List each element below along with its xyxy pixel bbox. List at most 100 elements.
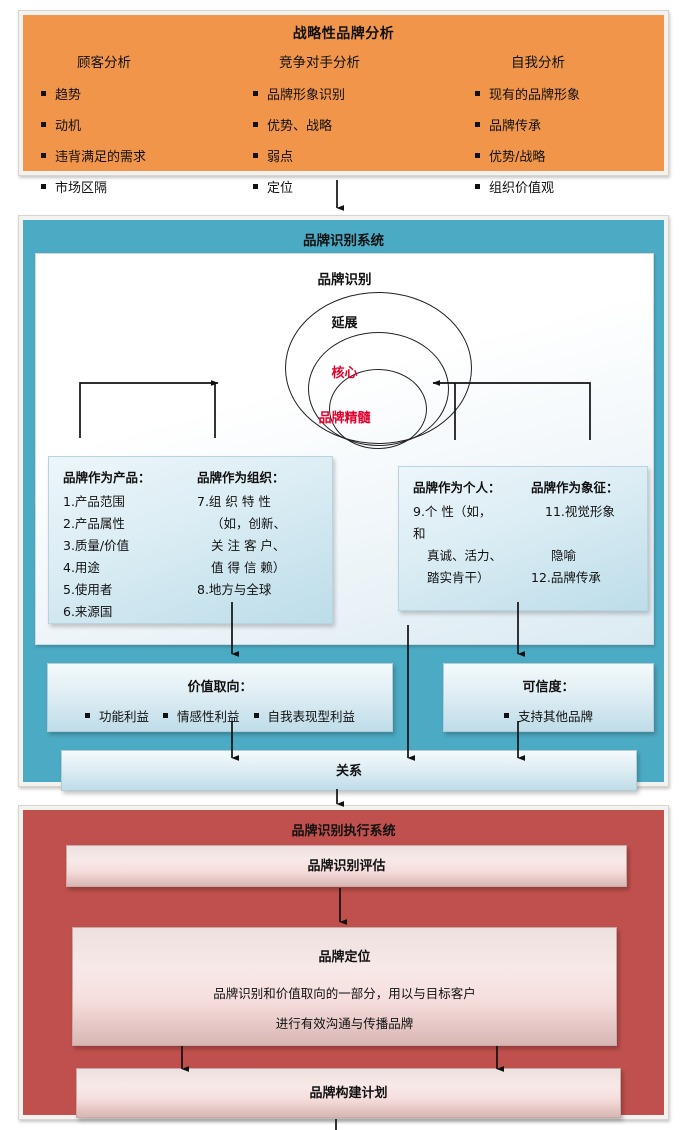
brand-positioning-box: 品牌定位 品牌识别和价值取向的一部分，用以与目标客户 进行有效沟通与传播品牌 (72, 927, 617, 1046)
card-line: 隐喻 (551, 548, 577, 563)
bullet-square-icon (475, 153, 480, 158)
ring-label-extended: 延展 (331, 316, 358, 331)
bar-title: 价值取向： (187, 680, 253, 695)
bullet-square-icon (253, 122, 258, 127)
card-line: 8.地方与全球 (197, 582, 272, 597)
analysis-item-label: 品牌传承 (489, 119, 542, 134)
analysis-item: 品牌形象识别 (253, 84, 453, 103)
bullet-square-icon (41, 184, 46, 189)
analysis-item-label: 动机 (55, 119, 82, 134)
card-line: 真诚、活力、 (427, 548, 503, 563)
card-line: 踏实肯干） (427, 570, 490, 585)
analysis-item-label: 趋势 (55, 88, 82, 103)
card-line: 3.质量/价值 (63, 538, 130, 553)
card-line: 6.来源国 (63, 604, 113, 619)
analysis-item-label: 市场区隔 (55, 181, 108, 196)
bar-item: 功能利益 (84, 706, 149, 725)
brand-identity-assessment-box: 品牌识别评估 (66, 845, 627, 887)
analysis-title: 战略性品牌分析 (292, 26, 395, 42)
box-title: 品牌构建计划 (309, 1086, 388, 1101)
bar-title: 可信度： (522, 680, 575, 695)
analysis-item: 定位 (253, 177, 453, 196)
analysis-item: 组织价值观 (475, 177, 675, 196)
identity-stage: 品牌识别 延展 核心 品牌精髓 品牌作为产品： 1.产品范围 2.产品属性 3.… (35, 253, 654, 645)
ring-label-essence: 品牌精髓 (318, 411, 371, 426)
card-line: 12.品牌传承 (531, 570, 601, 585)
column-heading: 竞争对手分析 (279, 55, 360, 71)
box-description-line-2: 进行有效沟通与传播品牌 (275, 1016, 414, 1031)
ring-inner-ellipse (329, 369, 427, 449)
bullet-square-icon (253, 153, 258, 158)
column-heading: 顾客分析 (77, 55, 131, 71)
bullet-square-icon (253, 91, 258, 96)
card-line: 2.产品属性 (63, 516, 125, 531)
bar-item-label: 功能利益 (98, 709, 149, 724)
box-title: 品牌定位 (318, 950, 371, 965)
card-brand-as-product-organization: 品牌作为产品： 1.产品范围 2.产品属性 3.质量/价值 4.用途 5.使用者… (48, 456, 333, 624)
bullet-square-icon (475, 91, 480, 96)
card-heading: 品牌作为组织： (197, 470, 285, 485)
brand-building-plan-box: 品牌构建计划 (76, 1068, 621, 1118)
bar-items: 功能利益 情感性利益 自我表现型利益 (48, 706, 392, 725)
identity-title: 品牌识别系统 (303, 233, 384, 249)
analysis-item-label: 优势/战略 (489, 150, 546, 165)
analysis-item-label: 定位 (267, 181, 294, 196)
analysis-item: 品牌传承 (475, 115, 675, 134)
analysis-item-label: 组织价值观 (489, 181, 555, 196)
card-line: 1.产品范围 (63, 494, 125, 509)
card-line: 和 (413, 526, 426, 541)
analysis-column-self: 自我分析 现有的品牌形象 品牌传承 优势/战略 组织价值观 (475, 51, 675, 208)
card-brand-as-person-symbol: 品牌作为个人： 9.个 性（如， 和 真诚、活力、 踏实肯干） 品牌作为象征： … (398, 466, 648, 611)
bullet-square-icon (41, 91, 46, 96)
card-heading: 品牌作为个人： (413, 480, 501, 495)
column-heading: 自我分析 (511, 55, 565, 71)
bullet-square-icon (503, 713, 509, 718)
relationship-bar: 关系 (61, 750, 637, 791)
analysis-item-label: 弱点 (267, 150, 294, 165)
analysis-item-label: 优势、战略 (267, 119, 333, 134)
card-heading: 品牌作为象征： (531, 480, 619, 495)
bullet-square-icon (41, 122, 46, 127)
brand-identity-label: 品牌识别 (317, 272, 372, 288)
bar-title: 关系 (335, 764, 362, 779)
bullet-square-icon (162, 713, 168, 718)
bullet-square-icon (253, 713, 259, 718)
strategic-brand-analysis-panel: 战略性品牌分析 顾客分析 趋势 动机 违背满足的需求 市场区隔 竞争对手分析 品… (18, 10, 669, 196)
box-title: 品牌识别评估 (307, 859, 386, 874)
bullet-square-icon (475, 184, 480, 189)
bar-item: 自我表现型利益 (253, 706, 356, 725)
card-line: 11.视觉形象 (545, 504, 615, 519)
value-proposition-bar: 价值取向： 功能利益 情感性利益 自我表现型利益 (47, 663, 393, 732)
bullet-square-icon (84, 713, 90, 718)
analysis-item: 动机 (41, 115, 241, 134)
bullet-square-icon (475, 122, 480, 127)
analysis-item-label: 违背满足的需求 (55, 150, 147, 165)
credibility-bar: 可信度： 支持其他品牌 (443, 663, 654, 732)
analysis-item: 现有的品牌形象 (475, 84, 675, 103)
card-line (531, 523, 619, 545)
card-line: 值 得 信 赖） (211, 560, 286, 575)
bar-item-label: 自我表现型利益 (267, 709, 356, 724)
card-line: 9.个 性（如， (413, 504, 492, 519)
bullet-square-icon (253, 184, 258, 189)
card-line: 关 注 客 户、 (211, 538, 286, 553)
analysis-item-label: 品牌形象识别 (267, 88, 346, 103)
analysis-item: 弱点 (253, 146, 453, 165)
card-line: 5.使用者 (63, 582, 113, 597)
brand-as-product-column: 品牌作为产品： 1.产品范围 2.产品属性 3.质量/价值 4.用途 5.使用者… (63, 467, 151, 623)
bar-item-label: 支持其他品牌 (517, 709, 593, 724)
card-line: 4.用途 (63, 560, 100, 575)
analysis-column-competitor: 竞争对手分析 品牌形象识别 优势、战略 弱点 定位 (253, 51, 453, 208)
brand-identity-system-panel: 品牌识别系统 品牌识别 延展 核心 品牌精髓 品牌作为产品： 1.产品范围 2.… (18, 215, 669, 791)
ring-label-core: 核心 (331, 366, 358, 381)
analysis-item-label: 现有的品牌形象 (489, 88, 581, 103)
bar-items: 支持其他品牌 (444, 706, 653, 725)
card-line: 7.组 织 特 性 (197, 494, 271, 509)
bullet-square-icon (41, 153, 46, 158)
analysis-item: 市场区隔 (41, 177, 241, 196)
brand-identity-execution-panel: 品牌识别执行系统 品牌识别评估 品牌定位 品牌识别和价值取向的一部分，用以与目标… (18, 805, 669, 1120)
analysis-item: 违背满足的需求 (41, 146, 241, 165)
box-description-line-1: 品牌识别和价值取向的一部分，用以与目标客户 (213, 986, 476, 1001)
brand-as-symbol-column: 品牌作为象征： 11.视觉形象 隐喻 12.品牌传承 (531, 477, 619, 589)
